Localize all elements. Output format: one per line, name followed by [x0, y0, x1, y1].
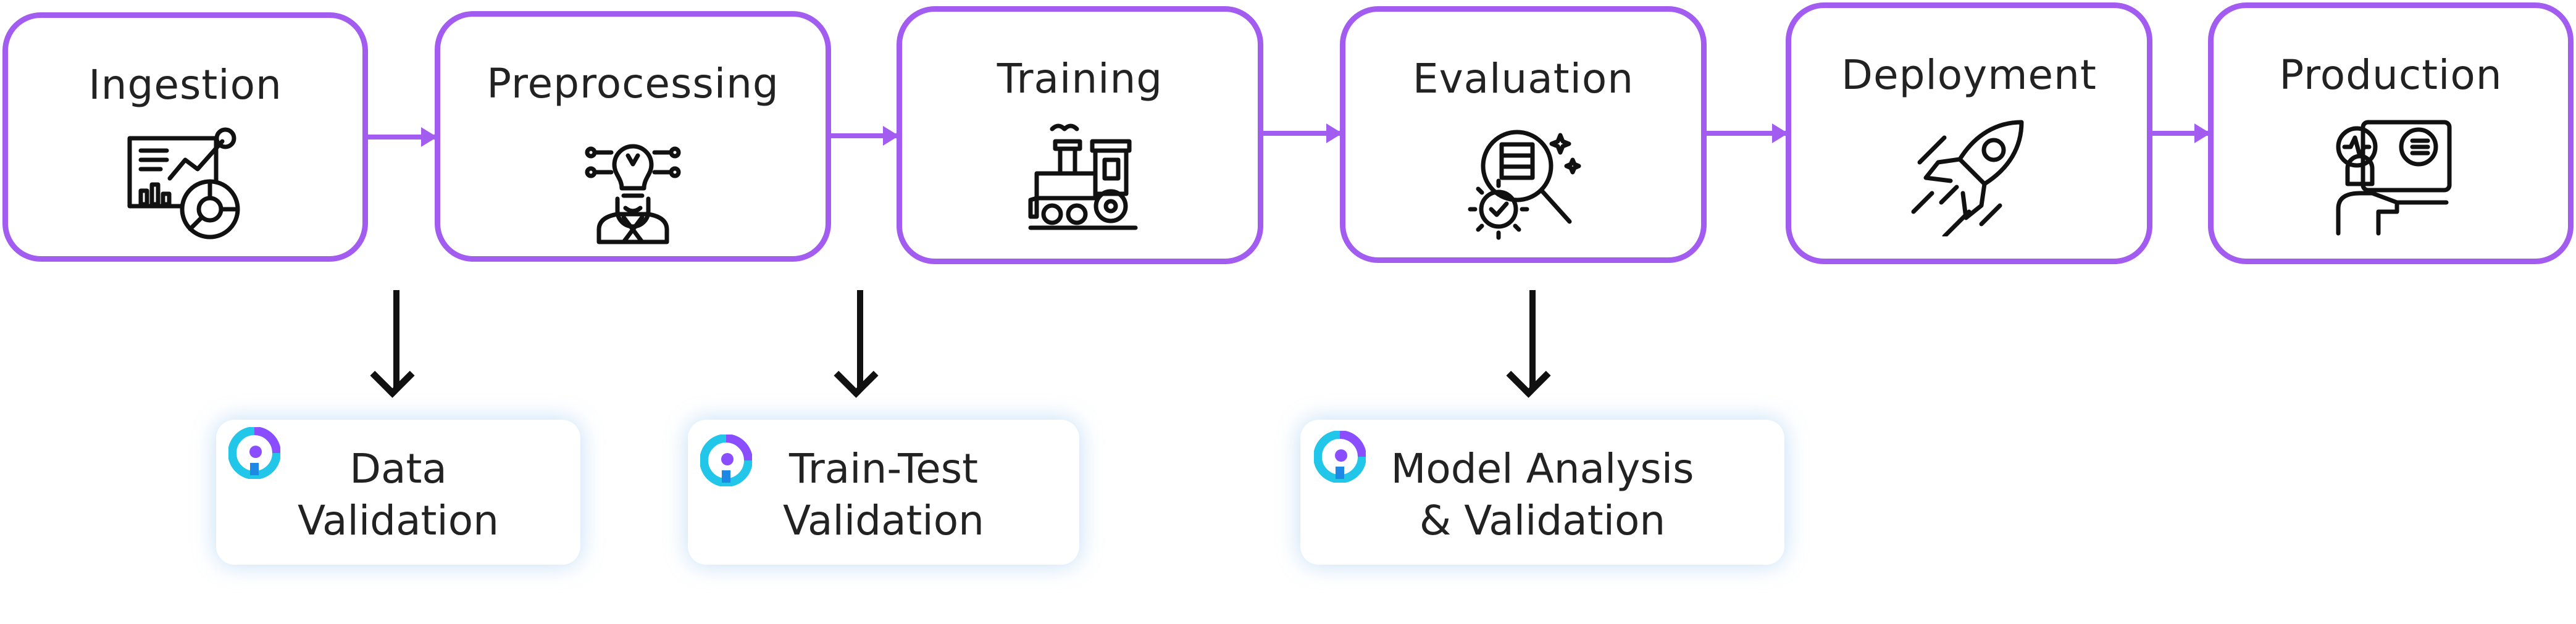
stage-title: Production [2279, 51, 2503, 99]
stage-evaluation: Evaluation [1340, 6, 1707, 263]
connector-arrow [368, 127, 437, 147]
stage-preprocessing: Preprocessing [435, 11, 831, 262]
check-label-line1: Model Analysis [1390, 445, 1694, 493]
connector-arrow [831, 126, 899, 146]
check-label-line1: Train-Test [788, 445, 979, 493]
monitoring-person-icon [2336, 120, 2452, 236]
lightbulb-person-icon [585, 144, 681, 244]
check-card-data-validation: Data Validation [216, 420, 580, 565]
connector-arrow [1707, 123, 1788, 143]
stage-ingestion: Ingestion [2, 12, 368, 262]
check-label-line2: Validation [783, 497, 984, 544]
deepchecks-logo-icon [1314, 431, 1366, 483]
connector-arrow [1263, 123, 1342, 143]
rocket-icon [1911, 120, 2024, 236]
stage-title: Deployment [1841, 51, 2097, 99]
check-card-model-analysis-validation: Model Analysis & Validation [1300, 420, 1784, 565]
stage-title: Evaluation [1412, 55, 1634, 102]
deepchecks-logo-icon [228, 427, 280, 479]
connector-arrow [2152, 123, 2210, 143]
stage-title: Preprocessing [487, 60, 779, 107]
stage-training: Training [897, 6, 1263, 264]
down-arrow [1529, 290, 1536, 389]
check-label-line2: Validation [298, 497, 499, 544]
stage-deployment: Deployment [1786, 2, 2152, 264]
deepchecks-logo-icon [700, 435, 752, 486]
stage-title: Ingestion [88, 61, 282, 109]
check-label-line1: Data [349, 445, 447, 493]
magnifier-gear-icon [1468, 130, 1581, 240]
check-label-line2: & Validation [1419, 497, 1666, 544]
train-locomotive-icon [1028, 123, 1138, 230]
check-card-train-test-validation: Train-Test Validation [688, 420, 1079, 565]
data-analytics-icon [127, 127, 240, 239]
down-arrow [857, 290, 863, 389]
stage-title: Training [997, 55, 1163, 102]
down-arrow [393, 290, 399, 389]
stage-production: Production [2208, 2, 2574, 264]
